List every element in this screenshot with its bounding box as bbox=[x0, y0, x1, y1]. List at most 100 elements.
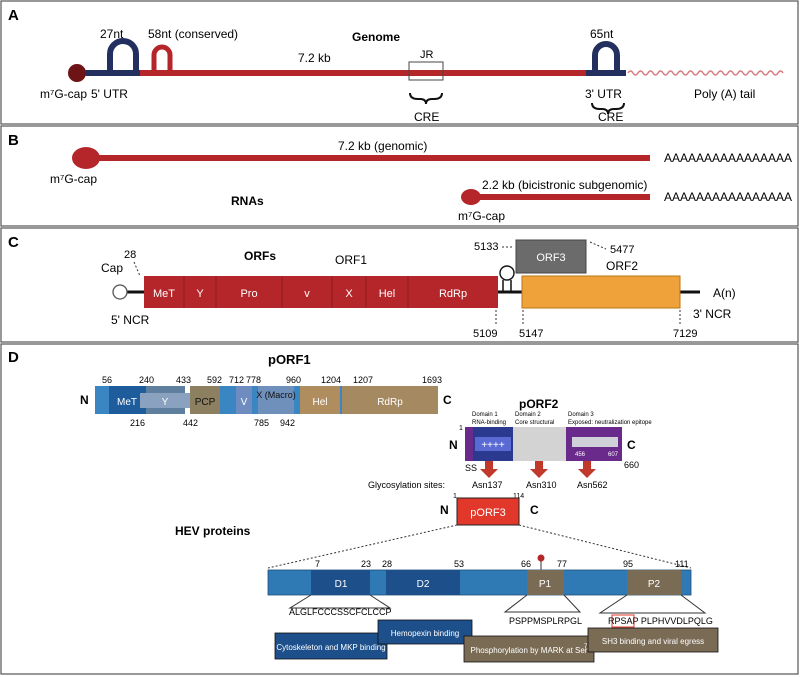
orf3-pos-23: 23 bbox=[361, 559, 371, 569]
orf1-label-hel: Hel bbox=[379, 288, 396, 300]
cre-brace-1 bbox=[409, 92, 443, 105]
rnas-label: RNAs bbox=[231, 194, 264, 208]
orf3-pos-53: 53 bbox=[454, 559, 464, 569]
orf3-domain-d1 bbox=[311, 570, 370, 595]
jr-box bbox=[408, 61, 444, 81]
box-sh3 bbox=[587, 627, 719, 653]
box-phosphorylation-text: Phosphorylation by MARK at Ser bbox=[471, 646, 588, 655]
porf1-positions-top: 56 240 433 592 712 778 960 1204 1207 169… bbox=[102, 375, 442, 385]
orf2-box bbox=[521, 275, 681, 309]
panel-b-letter: B bbox=[8, 132, 19, 149]
asn-562: Asn562 bbox=[577, 480, 608, 490]
orf2-label: ORF2 bbox=[606, 259, 638, 273]
an-label: A(n) bbox=[713, 286, 736, 300]
box-hemopexin bbox=[377, 619, 473, 645]
box-cytoskeleton-text: Cytoskeleton and MKP binding bbox=[276, 643, 385, 652]
orf1-domain-hel bbox=[366, 276, 408, 308]
panel-c-border bbox=[0, 227, 799, 343]
orf3-domain-d2 bbox=[386, 570, 460, 595]
porf2-n: N bbox=[449, 438, 458, 452]
porf2-domain1-desc: RNA-binding bbox=[472, 420, 506, 426]
orf3-label-p1: P1 bbox=[539, 579, 552, 590]
box-sh3-text: SH3 binding and viral egress bbox=[602, 637, 704, 646]
porf1-pos-433: 433 bbox=[176, 375, 191, 385]
orf3-label-d1: D1 bbox=[335, 579, 348, 590]
genomic-polya: AAAAAAAAAAAAAAAA bbox=[664, 151, 792, 165]
porf2-ss: SS bbox=[465, 463, 477, 473]
panel-a-letter: A bbox=[8, 7, 19, 24]
porf1-pos-942: 942 bbox=[280, 418, 295, 428]
porf2-bar: ++++ 456 607 bbox=[465, 427, 622, 461]
porf2-domain3-name: Domain 3 bbox=[568, 412, 594, 418]
porf2-plus-box bbox=[475, 437, 511, 451]
genomic-cap-label: m⁷G-cap bbox=[50, 172, 97, 186]
panel-b-border bbox=[0, 125, 799, 227]
porf2-pos-1: 1 bbox=[459, 425, 463, 432]
orf1-domain-v bbox=[282, 276, 332, 308]
genomic-label: 7.2 kb (genomic) bbox=[338, 139, 427, 153]
cap-circle-c bbox=[112, 284, 128, 300]
asn-310: Asn310 bbox=[526, 480, 557, 490]
porf2-domain2 bbox=[513, 427, 566, 461]
seq-p2: RPSAP PLPHVVDLPQLG bbox=[608, 616, 713, 626]
pos-5147: 5147 bbox=[519, 328, 543, 340]
porf3-label: pORF3 bbox=[470, 507, 505, 519]
porf1-pos-592: 592 bbox=[207, 375, 222, 385]
porf2-pos-660: 660 bbox=[624, 460, 639, 470]
porf1-label-hel: Hel bbox=[312, 397, 327, 408]
porf1-domain-y bbox=[140, 393, 190, 408]
porf3-box bbox=[456, 497, 520, 526]
orf1-label-pro: Pro bbox=[240, 288, 257, 300]
hev-proteins-label: HEV proteins bbox=[175, 524, 251, 538]
pos-5477: 5477 bbox=[610, 244, 634, 256]
porf1-domain-pcp bbox=[190, 386, 220, 414]
cap-label-c: Cap bbox=[101, 261, 123, 275]
pos-28-arrow bbox=[133, 261, 141, 277]
box-phosphorylation bbox=[463, 635, 595, 663]
porf1-label-y: Y bbox=[162, 397, 169, 408]
subgenomic-label: 2.2 kb (bicistronic subgenomic) bbox=[482, 178, 647, 192]
genome-line bbox=[82, 70, 622, 76]
asn-137: Asn137 bbox=[472, 480, 503, 490]
utr3-label: 3' UTR bbox=[585, 87, 622, 101]
orf3-domain-p1 bbox=[527, 570, 564, 595]
panel-d-border bbox=[0, 343, 799, 675]
panel-a-border bbox=[0, 0, 799, 125]
orf3-domain-p2 bbox=[627, 570, 681, 595]
utr3-segment bbox=[586, 70, 626, 76]
orf3-pos-95: 95 bbox=[623, 559, 633, 569]
orf3-detail-bar: D1 D2 P1 P2 bbox=[267, 569, 692, 596]
porf2-epitope bbox=[572, 437, 618, 447]
subgenomic-rna-line bbox=[470, 194, 650, 200]
poly-a-tail bbox=[627, 70, 784, 76]
orf1-domain-rdrp bbox=[408, 276, 498, 308]
porf1-domain-rdrp bbox=[342, 386, 438, 414]
porf1-label-x: X (Macro) bbox=[256, 390, 296, 400]
pos-5133: 5133 bbox=[474, 241, 498, 253]
porf1-domain-met bbox=[109, 386, 146, 414]
orf1-label-v: v bbox=[304, 288, 310, 300]
orf3-label-p2: P2 bbox=[648, 579, 661, 590]
orf1-domain-pro bbox=[216, 276, 282, 308]
pos-5477-arrow bbox=[589, 241, 607, 250]
porf1-pos-56: 56 bbox=[102, 375, 112, 385]
porf1-n: N bbox=[80, 393, 89, 407]
porf3-c: C bbox=[530, 503, 539, 517]
porf1-pos-1207: 1207 bbox=[353, 375, 373, 385]
callout-p1 bbox=[503, 594, 582, 613]
porf1-bar: MeT Y PCP V X (Macro) Hel RdRp bbox=[95, 386, 438, 414]
subgenomic-polya: AAAAAAAAAAAAAAAA bbox=[664, 190, 792, 204]
porf2-domain-headers: Domain 1 RNA-binding Domain 2 Core struc… bbox=[472, 412, 652, 426]
stem-loop-65nt bbox=[592, 41, 620, 73]
genome-title: Genome bbox=[352, 30, 400, 44]
orf1-domain-met bbox=[144, 276, 184, 308]
porf1-domain-hel bbox=[300, 386, 340, 414]
phospho-site bbox=[537, 554, 545, 562]
porf3-pos-1: 1 bbox=[453, 493, 457, 500]
genomic-cap bbox=[72, 147, 100, 169]
cre-label-2: CRE bbox=[598, 110, 623, 124]
glyco-label: Glycosylation sites: bbox=[368, 480, 445, 490]
label-jr: JR bbox=[420, 49, 434, 61]
glyco-arrow-2 bbox=[530, 461, 548, 478]
